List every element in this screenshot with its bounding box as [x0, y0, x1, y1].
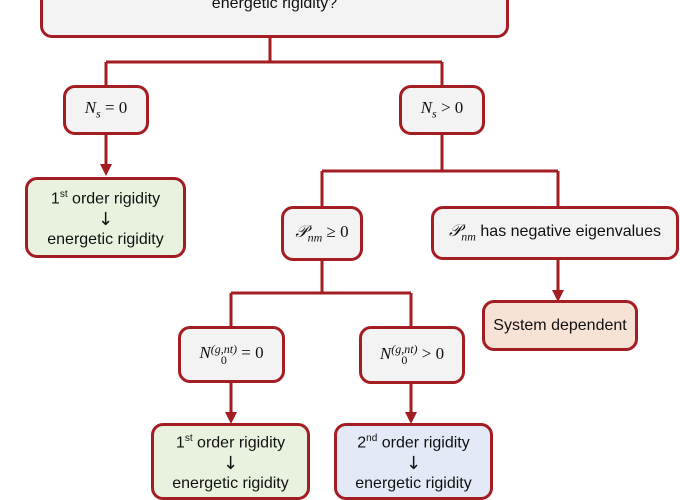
- implies-arrow: ↓: [97, 208, 114, 230]
- n0-positive-expression: N(g,nt)0 > 0: [379, 342, 445, 368]
- system-dependent-result: System dependent: [482, 300, 638, 351]
- ns-zero-expression: Ns = 0: [84, 98, 128, 121]
- second-order-rigidity-result: 2nd order rigidity ↓ energetic rigidity: [334, 423, 493, 500]
- implies-arrow: ↓: [405, 452, 422, 474]
- implies-arrow: ↓: [222, 452, 239, 474]
- first-order-rigidity-label: 1st order rigidity: [175, 433, 286, 452]
- system-dependent-label: System dependent: [493, 316, 627, 334]
- energetic-rigidity-label: energetic rigidity: [47, 230, 164, 248]
- energetic-rigidity-question-box: energetic rigidity?: [40, 0, 509, 38]
- n0-zero-condition: N(g,nt)0 = 0: [178, 326, 285, 383]
- n0-positive-condition: N(g,nt)0 > 0: [359, 326, 465, 384]
- second-order-rigidity-label: 2nd order rigidity: [357, 433, 470, 452]
- n0-zero-expression: N(g,nt)0 = 0: [199, 341, 264, 367]
- energetic-rigidity-label: energetic rigidity: [355, 474, 472, 492]
- energetic-rigidity-label: energetic rigidity: [172, 474, 289, 492]
- pnm-negative-expression: 𝒫nm has negative eigenvalues: [449, 221, 661, 244]
- pnm-negative-eigenvalues-condition: 𝒫nm has negative eigenvalues: [431, 206, 679, 260]
- pnm-nonnegative-condition: 𝒫nm ≥ 0: [281, 206, 363, 261]
- ns-positive-expression: Ns > 0: [420, 98, 464, 121]
- first-order-rigidity-result: 1st order rigidity ↓ energetic rigidity: [151, 423, 310, 500]
- ns-positive-condition: Ns > 0: [399, 85, 485, 135]
- first-order-rigidity-label: 1st order rigidity: [50, 189, 161, 208]
- pnm-nonnegative-expression: 𝒫nm ≥ 0: [295, 221, 349, 245]
- left-rigidity-result: 1st order rigidity ↓ energetic rigidity: [25, 177, 186, 258]
- question-text: energetic rigidity?: [211, 0, 338, 12]
- ns-zero-condition: Ns = 0: [63, 85, 149, 135]
